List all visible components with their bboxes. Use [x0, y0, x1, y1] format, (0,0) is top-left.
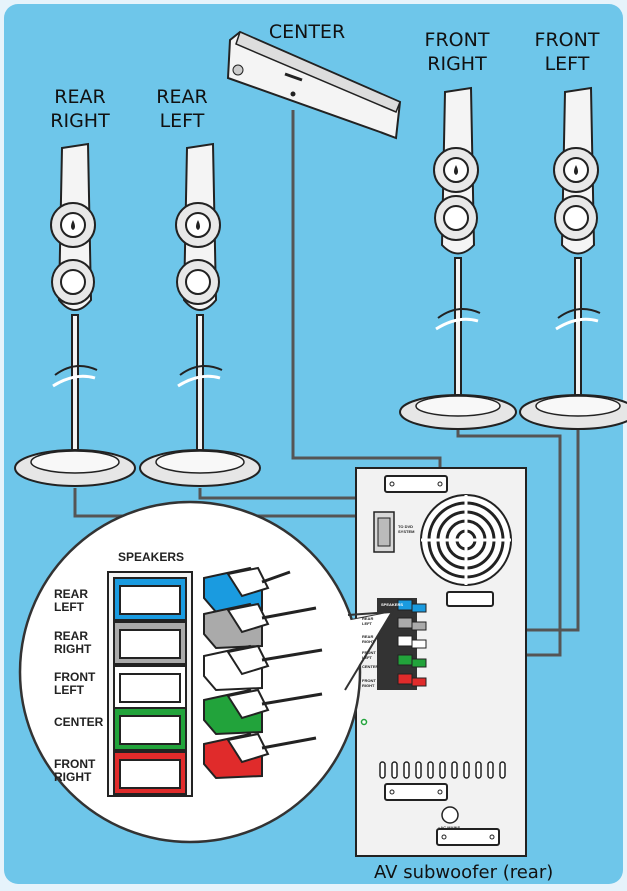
front-left-speaker-icon [519, 86, 627, 430]
center-label: CENTER [268, 21, 346, 43]
front-right-label-line2: RIGHT [427, 53, 487, 75]
zoom-label-rear-right: REAR RIGHT [54, 630, 91, 656]
zoom-label-rear-left-1: REAR [54, 587, 89, 601]
connector-plug-icon [203, 688, 323, 736]
sub-rr-2: RIGHT [362, 639, 375, 644]
front-right-label-line1: FRONT [424, 29, 490, 51]
zoom-label-front-left: FRONT LEFT [54, 671, 95, 697]
zoom-plugs [203, 566, 323, 780]
sub-fr-1: FRONT [362, 678, 376, 683]
rear-left-label: REAR LEFT [142, 85, 222, 133]
sub-fl-2: LEFT [362, 655, 372, 660]
sub-speakers-label: SPEAKERS [381, 602, 404, 607]
rear-left-label-line1: REAR [156, 86, 208, 108]
zoom-label-front-left-2: LEFT [54, 683, 84, 697]
dvd-label-2: SYSTEM [398, 529, 415, 534]
front-left-label-line1: FRONT [534, 29, 600, 51]
front-right-speaker-icon [399, 86, 517, 430]
sub-fr-2: RIGHT [362, 683, 375, 688]
zoom-title: SPEAKERS [118, 550, 185, 564]
connector-plug-icon [203, 644, 323, 692]
sub-rl-1: REAR [362, 616, 374, 621]
front-left-label-line2: LEFT [544, 53, 590, 75]
rear-left-speaker-icon [139, 142, 261, 487]
center-speaker-icon [226, 30, 402, 140]
rear-right-label: REAR RIGHT [40, 85, 120, 133]
sub-rr-1: REAR [362, 634, 374, 639]
zoom-label-rear-right-2: RIGHT [54, 642, 92, 656]
rear-left-label-line2: LEFT [159, 110, 205, 132]
zoom-label-front-right-1: FRONT [54, 757, 96, 771]
sub-terminal-front-left: FRONT LEFT [362, 650, 376, 660]
zoom-label-center-1: CENTER [54, 715, 104, 729]
zoom-label-center: CENTER [54, 716, 103, 729]
front-left-label: FRONT LEFT [527, 28, 607, 76]
connector-plug-icon [203, 732, 317, 780]
rear-right-label-line1: REAR [54, 86, 106, 108]
fan-grille-icon [420, 494, 512, 586]
vent-slots [379, 761, 506, 779]
front-right-label: FRONT RIGHT [412, 28, 502, 76]
zoom-label-rear-left-2: LEFT [54, 600, 84, 614]
subwoofer-caption: AV subwoofer (rear) [374, 862, 554, 883]
zoom-label-front-right-2: RIGHT [54, 770, 92, 784]
sub-terminal-front-right: FRONT RIGHT [362, 678, 376, 688]
sub-fl-1: FRONT [362, 650, 376, 655]
dvd-label: TO DVD SYSTEM [398, 524, 414, 534]
zoom-label-front-left-1: FRONT [54, 670, 96, 684]
rear-right-speaker-icon [14, 142, 136, 487]
zoom-terminal-block [107, 571, 193, 797]
rear-right-label-line2: RIGHT [50, 110, 110, 132]
sub-terminal-center: CENTER [362, 664, 378, 669]
sub-terminal-rear-right: REAR RIGHT [362, 634, 374, 644]
connector-plug-icon [203, 566, 291, 614]
subwoofer-icon [355, 467, 527, 857]
connector-plug-icon [203, 602, 317, 650]
ac-mains-label: ~AC MAINS [438, 825, 461, 830]
zoom-label-rear-right-1: REAR [54, 629, 89, 643]
sub-rl-2: LEFT [362, 621, 372, 626]
zoom-label-front-right: FRONT RIGHT [54, 758, 95, 784]
dvd-label-1: TO DVD [398, 524, 414, 529]
sub-terminal-rear-left: REAR LEFT [362, 616, 373, 626]
zoom-label-rear-left: REAR LEFT [54, 588, 88, 614]
sub-c-1: CENTER [362, 664, 379, 669]
